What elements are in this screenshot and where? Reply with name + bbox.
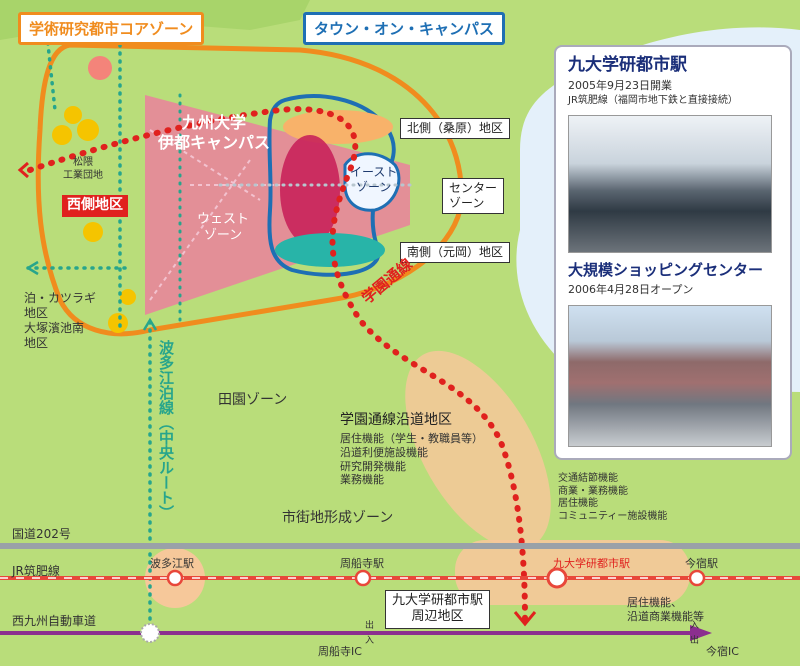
- mall-open-date: 2006年4月28日オープン: [568, 283, 694, 296]
- imajuku-station-label: 今宿駅: [685, 557, 718, 570]
- station-open-date: 2005年9月23日開業: [568, 79, 672, 92]
- hatae-station-label: 波多江駅: [150, 557, 194, 570]
- ic-out-label: 出: [365, 621, 375, 631]
- station-area-label: 九大学研都市駅 周辺地区: [385, 590, 491, 629]
- ic-in-label: 入: [365, 636, 375, 646]
- north-district-label: 北側（桑原）地区: [400, 118, 511, 139]
- station-function-item: 商業・業務機能: [558, 485, 628, 497]
- station-note: JR筑肥線（福岡市地下鉄と直接接続）: [568, 95, 738, 106]
- gakuen-corridor-item: 研究開発機能: [340, 459, 406, 473]
- west-district-label: 西側地区: [62, 195, 128, 217]
- imajuku-station-marker[interactable]: [688, 569, 706, 587]
- core-zone-title: 学術研究都市コアゾーン: [18, 12, 205, 45]
- paddy-zone-label: 田園ゾーン: [218, 392, 288, 408]
- mall-title: 大規模ショッピングセンター: [568, 261, 764, 279]
- gakuen-line-route: [27, 106, 528, 623]
- gakuen-corridor-title: 学園通線沿道地区: [340, 412, 452, 428]
- east-zone-label: イースト ゾーン: [350, 165, 398, 194]
- ic-out-label-east: 出: [690, 636, 700, 646]
- suseonji-ic-label: 周船寺IC: [318, 645, 362, 658]
- east-functions-label: 居住機能、 沿道商業機能等: [627, 596, 704, 623]
- station-area-zone: [455, 540, 690, 605]
- kyudai-station-marker[interactable]: [546, 567, 568, 589]
- expressway-label: 西九州自動車道: [12, 614, 97, 628]
- mall-photo: [568, 305, 772, 447]
- campus-name: 九州大学 伊都キャンパス: [158, 113, 271, 152]
- info-callout: 九大学研都市駅 2005年9月23日開業 JR筑肥線（福岡市地下鉄と直接接続） …: [554, 45, 792, 460]
- hatae-line-label: 波多江泊線（中央ルート）: [157, 340, 175, 520]
- station-function-item: 交通結節機能: [558, 473, 618, 484]
- south-district-area: [275, 233, 385, 267]
- industrial-park-label: 松隈 工業団地: [63, 157, 103, 181]
- town-on-campus-title: タウン・オン・キャンパス: [303, 12, 506, 45]
- expressway-junction-marker: [140, 623, 160, 643]
- otsuka-district-label: 大塚濱池南 地区: [24, 321, 85, 350]
- gakuen-corridor-list: 居住機能（学生・教職員等） 沿道利便施設機能 研究開発機能 業務機能: [340, 432, 483, 487]
- station-function-item: 居住機能: [558, 498, 598, 509]
- gakuen-corridor-item: 居住機能（学生・教職員等）: [340, 432, 483, 445]
- gakuen-corridor-item: 業務機能: [340, 473, 384, 487]
- east-zone-area: [343, 152, 401, 212]
- urban-zone-label: 市街地形成ゾーン: [282, 510, 394, 526]
- suseonji-station-label: 周船寺駅: [340, 557, 384, 570]
- gakuen-corridor-item: 沿道利便施設機能: [340, 445, 428, 459]
- tomari-district-label: 泊・カツラギ 地区: [24, 291, 97, 320]
- kyushu-univ-campus: [145, 95, 410, 315]
- station-photo: [568, 115, 772, 253]
- center-zone-area: [280, 135, 340, 245]
- suseonji-station-marker[interactable]: [354, 569, 372, 587]
- station-title: 九大学研都市駅: [568, 55, 687, 75]
- station-function-item: コミュニティー施設機能: [558, 510, 668, 522]
- jr-line-label: JR筑肥線: [12, 564, 60, 578]
- west-zone-label: ウェスト ゾーン: [197, 212, 250, 244]
- center-zone-label: センター ゾーン: [442, 178, 505, 214]
- route-202-label: 国道202号: [12, 527, 71, 541]
- hatae-station-marker[interactable]: [166, 569, 184, 587]
- south-district-label: 南側（元岡）地区: [400, 242, 511, 263]
- station-functions-list: 交通結節機能 商業・業務機能 居住機能 コミュニティー施設機能: [558, 473, 667, 523]
- kyudai-station-label: 九大学研都市駅: [553, 557, 630, 570]
- imajuku-ic-label: 今宿IC: [706, 645, 739, 658]
- ic-in-label-east: 入: [690, 621, 700, 631]
